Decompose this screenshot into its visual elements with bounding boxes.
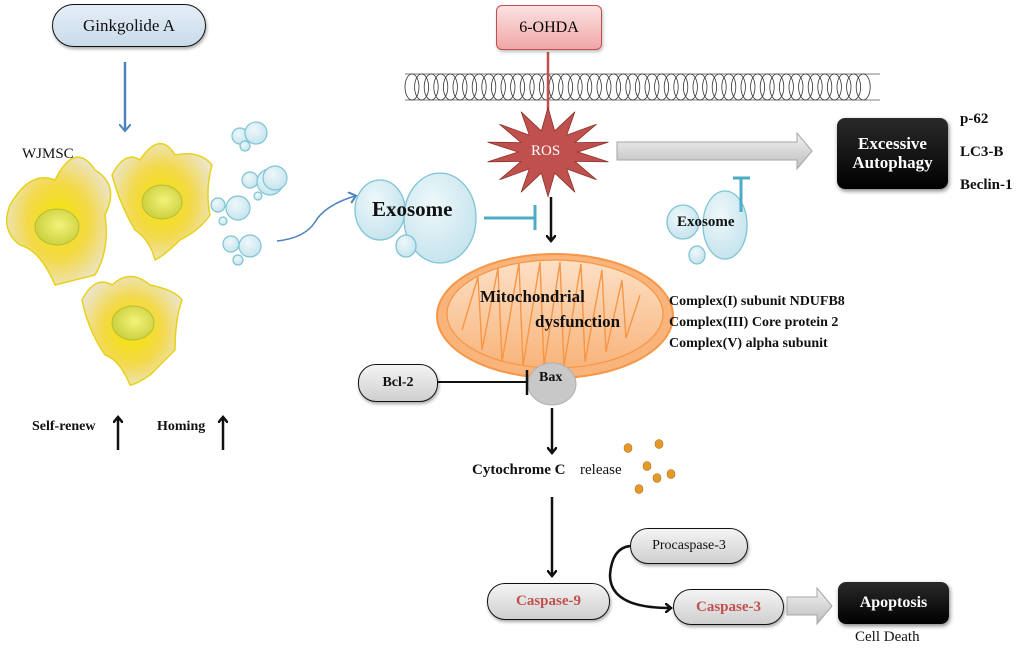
wjmsc-cell xyxy=(111,143,213,262)
membrane-coil xyxy=(442,73,458,101)
procaspase-activation-arrow xyxy=(608,544,670,608)
exosome-main-cluster xyxy=(354,172,477,264)
ros-label: ROS xyxy=(531,143,561,159)
mitochondrial-label-line2: dysfunction xyxy=(535,312,621,331)
membrane-coil xyxy=(500,73,516,101)
cytochrome-c-label: Cytochrome C xyxy=(472,462,566,478)
membrane-coil xyxy=(663,73,679,101)
secreted-vesicles xyxy=(210,121,288,266)
6-ohda-node: 6-OHDA xyxy=(496,5,602,50)
membrane-coil xyxy=(692,73,708,101)
complex-item: Complex(III) Core protein 2 xyxy=(669,315,839,330)
homing-label: Homing xyxy=(157,419,206,434)
membrane-coil xyxy=(519,73,535,101)
membrane-coil xyxy=(462,73,478,101)
mitochondrial-label-line1: Mitochondrial xyxy=(480,287,585,306)
caspase-3-node: Caspase-3 xyxy=(673,589,784,625)
cytochrome-release-label: release xyxy=(580,462,622,478)
membrane-coil xyxy=(606,73,621,101)
membrane-coil xyxy=(702,73,717,101)
membrane-coil xyxy=(635,73,650,101)
membrane-coil xyxy=(558,73,573,101)
membrane-coil xyxy=(807,73,823,101)
membrane-coil xyxy=(471,73,487,101)
autophagy-marker: LC3-B xyxy=(960,144,1004,160)
apoptosis-node: Apoptosis xyxy=(838,582,949,624)
complex-item: Complex(V) alpha subunit xyxy=(669,336,828,351)
membrane-coil xyxy=(817,73,833,101)
ros-to-autophagy-arrow xyxy=(616,131,813,171)
wjmsc-cell xyxy=(81,275,183,386)
membrane-coil xyxy=(798,73,813,101)
self-renew-label: Self-renew xyxy=(32,419,96,434)
exosome-secondary-cluster xyxy=(666,190,748,265)
membrane-coil xyxy=(577,73,593,101)
bcl-2-label: Bcl-2 xyxy=(382,375,414,390)
membrane-coil xyxy=(846,73,861,101)
ginkgolide-a-node: Ginkgolide A xyxy=(52,4,206,47)
membrane-coil xyxy=(769,73,785,101)
caspase-3-label: Caspase-3 xyxy=(695,598,761,615)
apoptosis-label: Apoptosis xyxy=(859,594,928,612)
6-ohda-label: 6-OHDA xyxy=(519,18,579,36)
bcl-2-node: Bcl-2 xyxy=(358,364,438,402)
cytochrome-c-particles xyxy=(623,439,676,494)
ros-starburst xyxy=(487,105,609,199)
membrane-coil xyxy=(615,73,631,101)
procaspase-3-node: Procaspase-3 xyxy=(630,528,748,564)
membrane-coil xyxy=(836,73,852,101)
cell-membrane xyxy=(404,73,880,101)
autophagy-title-line2: Autophagy xyxy=(852,152,933,172)
membrane-coil xyxy=(683,73,698,101)
membrane-coil xyxy=(596,73,612,101)
procaspase-3-label: Procaspase-3 xyxy=(652,538,726,553)
membrane-coil xyxy=(855,73,871,101)
cell-death-caption: Cell Death xyxy=(855,629,920,645)
membrane-coil xyxy=(587,73,602,101)
membrane-coil xyxy=(721,73,737,101)
membrane-coil xyxy=(414,73,430,101)
membrane-coil xyxy=(788,73,804,101)
caspase-9-label: Caspase-9 xyxy=(515,593,581,609)
membrane-coil xyxy=(827,73,842,101)
membrane-coil xyxy=(510,73,525,101)
caspase3-to-apoptosis-arrow xyxy=(786,586,833,626)
membrane-coil xyxy=(740,73,756,101)
membrane-coil xyxy=(423,73,439,101)
membrane-coil xyxy=(433,73,449,101)
membrane-coil xyxy=(404,73,420,101)
membrane-coil xyxy=(673,73,689,101)
membrane-coil xyxy=(750,73,765,101)
mitochondrion xyxy=(436,253,674,379)
membrane-coil xyxy=(452,73,468,101)
wjmsc-label: WJMSC xyxy=(22,146,74,162)
membrane-coil xyxy=(481,73,497,101)
exosome-secondary-label: Exosome xyxy=(677,214,735,230)
membrane-coil xyxy=(625,73,641,101)
membrane-coil xyxy=(644,73,660,101)
membrane-coil xyxy=(711,73,727,101)
membrane-coil xyxy=(654,73,669,101)
autophagy-marker: p-62 xyxy=(960,111,989,127)
autophagy-marker: Beclin-1 xyxy=(960,177,1013,193)
caspase-9-node: Caspase-9 xyxy=(487,583,610,620)
ginkgolide-a-label: Ginkgolide A xyxy=(82,15,176,35)
excessive-autophagy-node: Excessive Autophagy xyxy=(837,118,948,189)
membrane-coil xyxy=(529,73,545,101)
membrane-coil xyxy=(779,73,794,101)
exosome-main-label: Exosome xyxy=(372,197,453,221)
membrane-coil xyxy=(731,73,746,101)
bax-label: Bax xyxy=(539,370,563,385)
secretion-arrow xyxy=(276,196,355,242)
membrane-coil xyxy=(490,73,506,101)
membrane-coil xyxy=(539,73,554,101)
complex-item: Complex(I) subunit NDUFB8 xyxy=(669,294,845,309)
membrane-coil xyxy=(759,73,775,101)
wjmsc-cell xyxy=(5,156,112,286)
membrane-coil xyxy=(567,73,583,101)
autophagy-title-line1: Excessive xyxy=(858,133,927,153)
